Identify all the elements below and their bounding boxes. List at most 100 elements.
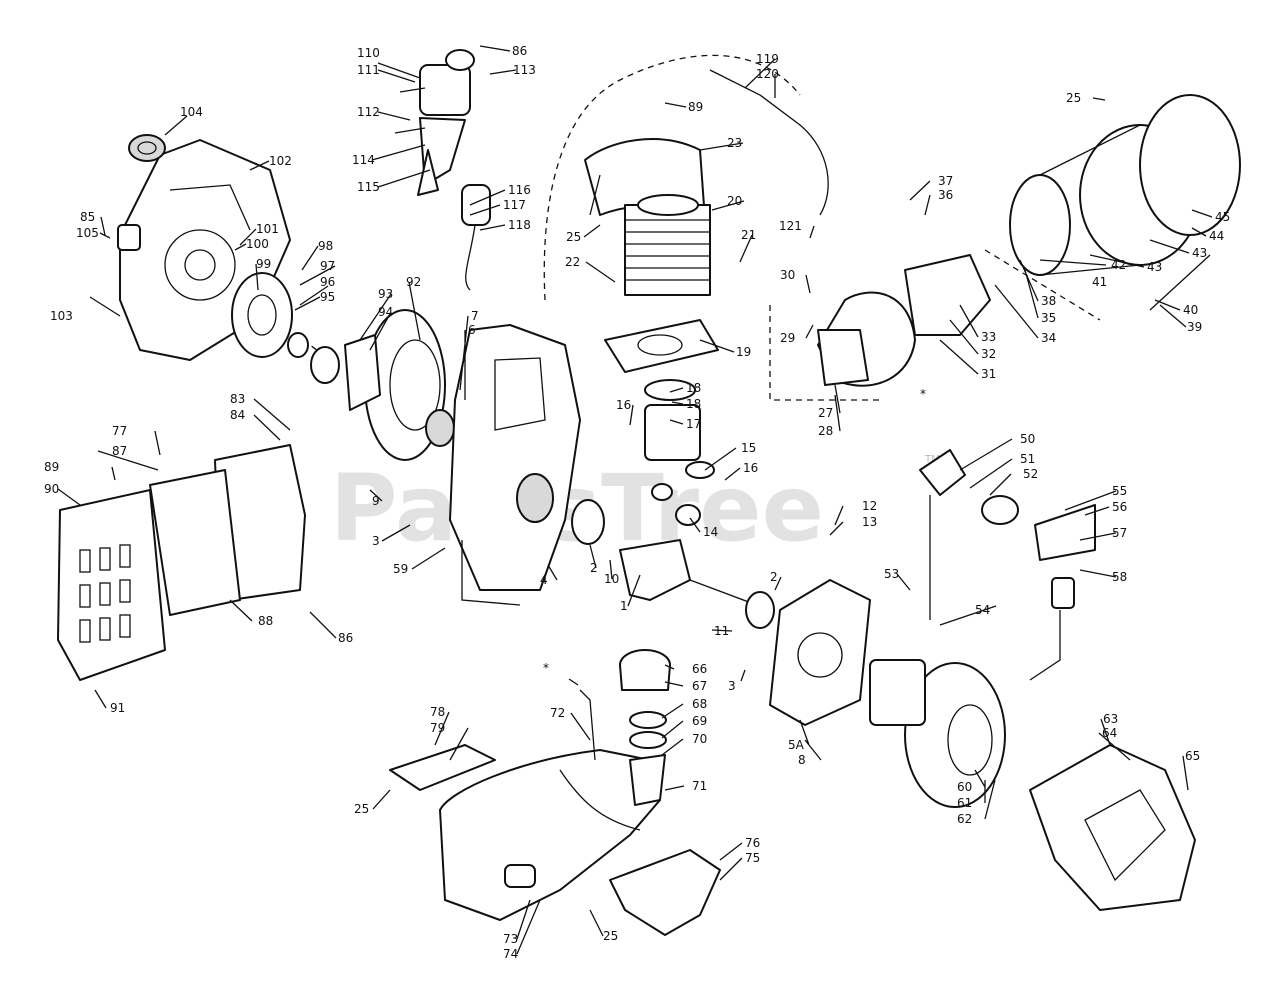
callout-57: 57 [1112,526,1127,540]
callout-54: 54 [975,603,990,617]
callout-23: 23 [727,136,742,150]
callout-35: 35 [1041,311,1056,325]
starter-pulley [231,272,340,384]
callout-6: 6 [468,323,476,337]
callout-22: 22 [565,255,580,269]
carb-bolt [1149,254,1211,311]
callout-100: 100 [246,237,269,251]
callout-66: 66 [692,662,707,676]
callout-3b: 3 [728,679,736,693]
carburetor [904,254,991,336]
callout-87: 87 [112,444,127,458]
callout-88: 88 [258,614,273,628]
callout-105: 105 [76,226,99,240]
callout-17: 17 [686,417,701,431]
callout-120: 120 [756,67,779,81]
spark-plug-boot [919,449,1019,620]
callout-8: 8 [798,753,806,767]
crankcase-cover [769,579,871,726]
callout-2b: 2 [770,570,778,584]
callout-110: 110 [357,46,380,60]
callout-37: 37 [938,174,953,188]
callout-13: 13 [862,515,877,529]
callout-89-left: 89 [44,460,59,474]
callout-34: 34 [1041,331,1056,345]
callout-65: 65 [1185,749,1200,763]
callout-1: 1 [620,599,628,613]
callout-77: 77 [112,424,127,438]
fuel-line [579,689,596,761]
callout-56: 56 [1112,500,1127,514]
callout-40: 40 [1183,303,1198,317]
piston-assembly [644,379,715,526]
callout-30: 30 [780,268,795,282]
callout-asterisk-carb: * [920,387,926,401]
callout-73: 73 [503,932,518,946]
callout-71: 71 [692,779,707,793]
callout-44: 44 [1209,229,1224,243]
callout-43a: 43 [1192,246,1207,260]
callout-16a: 16 [616,398,631,412]
callout-64: 64 [1102,726,1117,740]
callout-36: 36 [938,188,953,202]
callout-93: 93 [378,287,393,301]
callout-117: 117 [503,198,526,212]
callout-62: 62 [957,812,972,826]
callout-78: 78 [430,705,445,719]
callout-15: 15 [741,441,756,455]
muffler-guard [57,489,166,681]
cylinder [624,194,711,296]
callout-97: 97 [320,259,335,273]
callout-61: 61 [957,796,972,810]
air-cleaner-housing [817,291,916,387]
callout-18b: 18 [686,397,701,411]
air-filter-assembly [1009,94,1241,276]
callout-79: 79 [430,721,445,735]
callout-21: 21 [741,228,756,242]
callout-51: 51 [1020,452,1035,466]
callout-19: 19 [736,345,751,359]
callout-70: 70 [692,732,707,746]
callout-74: 74 [503,947,518,961]
callout-42: 42 [1111,258,1126,272]
callout-83: 83 [230,392,245,406]
callout-32: 32 [981,347,996,361]
callout-91: 91 [110,701,125,715]
callout-3a: 3 [372,534,380,548]
guide-line-throttle [543,54,801,301]
callout-75: 75 [745,851,760,865]
callout-60: 60 [957,780,972,794]
callout-31: 31 [981,367,996,381]
callout-9: 9 [372,494,380,508]
callout-25-cyl: 25 [566,230,581,244]
callout-53: 53 [884,567,899,581]
callout-10: 10 [604,572,619,586]
throttle-cable [709,69,829,216]
callout-layer: 110 111 112 114 115 86 113 116 117 118 1… [44,44,1230,961]
callout-20: 20 [727,194,742,208]
callout-86: 86 [512,44,527,58]
callout-25-air: 25 [1066,91,1081,105]
callout-119: 119 [756,52,779,66]
callout-29: 29 [780,331,795,345]
callout-39: 39 [1187,320,1202,334]
cylinder-gasket [604,319,719,373]
callout-5a: 5A [788,738,805,752]
callout-94: 94 [378,305,393,319]
callout-18a: 18 [686,381,701,395]
throttle-trigger-assembly [394,49,491,291]
callout-33: 33 [981,330,996,344]
callout-4: 4 [540,573,548,587]
callout-43b: 43 [1147,260,1162,274]
fuel-tank [439,749,661,921]
callout-86-left: 86 [338,631,353,645]
callout-41: 41 [1092,275,1107,289]
callout-25-bottom: 25 [603,929,618,943]
callout-59: 59 [393,562,408,576]
guide-line-carb [769,305,880,401]
clutch-drum [904,662,1006,808]
callout-2a: 2 [590,561,598,575]
callout-102: 102 [269,154,292,168]
callout-112: 112 [357,105,380,119]
